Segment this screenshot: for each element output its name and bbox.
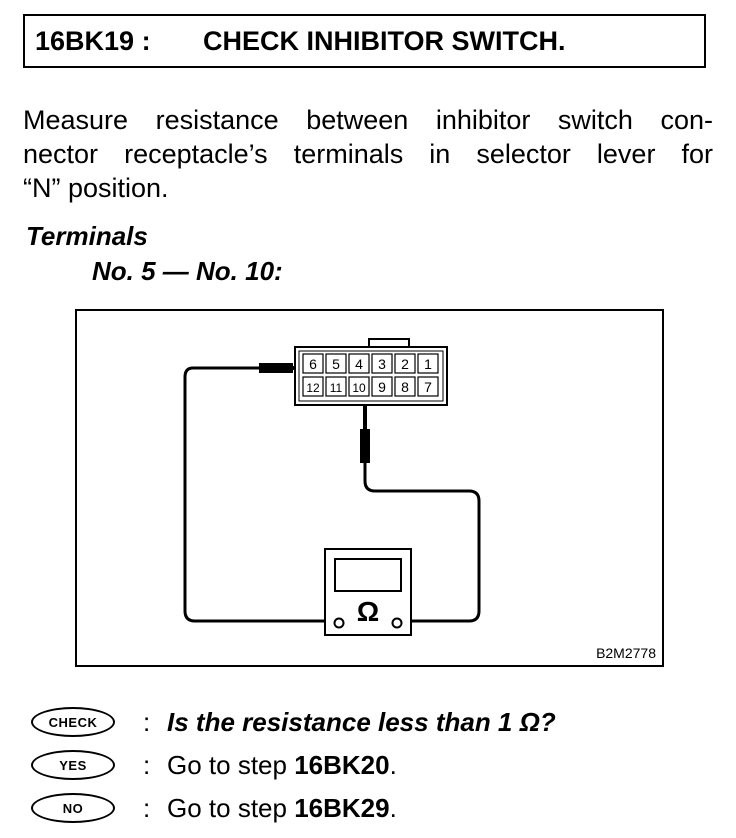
step-title: CHECK INHIBITOR SWITCH. [203,25,566,56]
check-question: Is the resistance less than 1 Ω? [167,706,556,737]
no-row: NO : Go to step 16BK29. [31,790,397,826]
pin-label: 8 [401,379,409,395]
no-badge: NO [31,793,115,823]
instruction-line-3: “N” position. [23,173,169,203]
pin-label: 12 [306,381,320,395]
pin-label: 9 [378,379,386,395]
terminals-value: No. 5 — No. 10: [92,256,283,286]
connector-icon: 6 5 4 3 2 1 12 11 10 9 8 7 [294,338,448,406]
yes-end: . [389,749,397,780]
no-separator: : [143,792,151,823]
pin-label: 2 [401,356,409,372]
yes-text: Go to step [167,749,287,780]
yes-step-link: 16BK20 [294,749,390,780]
figure-code: B2M2778 [596,645,656,661]
lead-left [183,366,335,623]
ohm-symbol: Ω [357,596,379,627]
pin-label: 5 [332,356,340,372]
instruction-line-1: Measure resistance between inhibitor swi… [23,105,713,135]
probe-right-icon [360,429,370,463]
no-text: Go to step [167,792,287,823]
check-badge: CHECK [31,707,115,737]
probe-left-icon [259,363,293,373]
lead-right [363,439,481,623]
check-separator: : [143,706,151,737]
step-code: 16BK19 : [35,25,151,56]
probe-right-tip [363,405,367,429]
pin-label: 7 [424,379,432,395]
pin-label: 3 [378,356,386,372]
instruction-text: Measure resistance between inhibitor swi… [23,103,713,205]
yes-badge: YES [31,750,115,780]
yes-separator: : [143,749,151,780]
ohmmeter-icon: Ω [324,548,412,636]
pin-label: 11 [330,381,343,395]
no-step-link: 16BK29 [294,792,390,823]
wiring-diagram-svg: 6 5 4 3 2 1 12 11 10 9 8 7 Ω [183,338,481,636]
terminals-label: Terminals [26,221,148,251]
pin-label: 10 [352,381,366,395]
wiring-diagram: 6 5 4 3 2 1 12 11 10 9 8 7 Ω B2M2778 [75,309,664,667]
pin-label: 1 [424,356,432,372]
check-row: CHECK : Is the resistance less than 1 Ω? [31,704,556,740]
step-header: 16BK19 : CHECK INHIBITOR SWITCH. [23,14,706,68]
yes-row: YES : Go to step 16BK20. [31,747,397,783]
test-leads [183,366,481,623]
no-end: . [389,792,397,823]
pin-label: 6 [309,356,317,372]
instruction-line-2: nector receptacle’s terminals in selecto… [23,139,713,169]
pin-label: 4 [355,356,363,372]
